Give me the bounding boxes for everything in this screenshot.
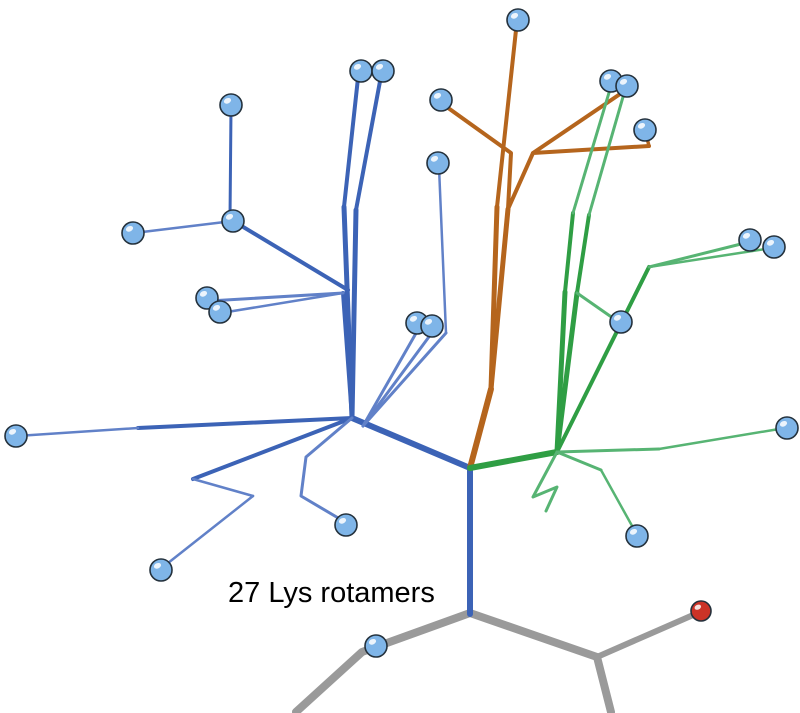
- bond-green: [554, 290, 580, 455]
- bond-blue: [349, 415, 473, 471]
- bond-green: [563, 211, 575, 294]
- sphere-highlight: [153, 562, 162, 569]
- bond-green: [555, 265, 651, 454]
- bond-gray: [594, 609, 703, 660]
- bond-blue: [228, 107, 233, 221]
- bond-blue: [341, 291, 354, 420]
- bond-gray: [292, 609, 474, 713]
- atom-nitrogen-sphere[interactable]: [219, 93, 243, 117]
- sphere-highlight: [424, 318, 433, 325]
- bond-greenLight: [657, 426, 787, 451]
- bond-blueLight: [361, 331, 448, 428]
- sphere-highlight: [694, 604, 702, 610]
- bond-blueLight: [191, 477, 255, 498]
- sphere-highlight: [619, 78, 628, 85]
- bond-blueLight: [161, 494, 255, 569]
- sphere-highlight: [510, 12, 519, 19]
- sphere-highlight: [223, 97, 232, 104]
- sphere-highlight: [225, 213, 234, 220]
- sphere-highlight: [409, 315, 418, 322]
- sphere-highlight: [338, 517, 347, 524]
- atom-nitrogen-sphere[interactable]: [426, 151, 450, 175]
- sphere-highlight: [430, 155, 439, 162]
- bond-orange: [488, 206, 511, 392]
- sphere-highlight: [125, 225, 134, 232]
- sphere-highlight: [766, 239, 775, 246]
- atom-oxygen-sphere[interactable]: [690, 600, 712, 622]
- atom-nitrogen-sphere[interactable]: [633, 118, 657, 142]
- atom-nitrogen-sphere[interactable]: [4, 424, 28, 448]
- bond-blueLight: [15, 426, 140, 438]
- bond-blue: [342, 76, 360, 209]
- bond-green: [575, 213, 591, 295]
- bond-orange: [495, 28, 518, 209]
- atom-nitrogen-sphere[interactable]: [349, 59, 373, 83]
- atom-nitrogen-sphere[interactable]: [149, 558, 173, 582]
- atom-nitrogen-sphere[interactable]: [609, 310, 633, 334]
- bond-green: [467, 449, 560, 471]
- bond-blueLight: [361, 328, 436, 428]
- atom-nitrogen-sphere[interactable]: [506, 8, 530, 32]
- bond-blueLight: [207, 291, 345, 303]
- sphere-highlight: [637, 122, 646, 129]
- atom-nitrogen-sphere[interactable]: [625, 524, 649, 548]
- bond-orange: [467, 386, 494, 471]
- bond-orange: [442, 103, 513, 211]
- atom-nitrogen-sphere[interactable]: [775, 416, 799, 440]
- atom-nitrogen-sphere[interactable]: [121, 221, 145, 245]
- sphere-highlight: [433, 92, 442, 99]
- bond-greenLight: [555, 450, 603, 472]
- sphere-highlight: [779, 420, 788, 427]
- sphere-highlight: [629, 528, 638, 535]
- bond-blue: [228, 217, 350, 292]
- atom-nitrogen-sphere[interactable]: [429, 88, 453, 112]
- atom-nitrogen-sphere[interactable]: [615, 74, 639, 98]
- sphere-highlight: [613, 314, 622, 321]
- bond-gray: [466, 609, 615, 713]
- bond-blue: [354, 74, 383, 212]
- bond-blueLight: [361, 326, 421, 428]
- bond-blueLight: [437, 165, 448, 335]
- sphere-highlight: [212, 304, 221, 311]
- bond-blue: [191, 416, 354, 481]
- bond-blue: [349, 207, 359, 421]
- bond-blueLight: [299, 416, 354, 524]
- sphere-highlight: [199, 290, 208, 297]
- atom-nitrogen-sphere[interactable]: [762, 235, 786, 259]
- atom-nitrogen-sphere[interactable]: [371, 59, 395, 83]
- bond-orange: [531, 88, 628, 155]
- atom-nitrogen-sphere[interactable]: [208, 300, 232, 324]
- sphere-highlight: [603, 73, 612, 80]
- bond-greenLight: [531, 450, 559, 513]
- sphere-highlight: [368, 638, 377, 645]
- bond-greenLight: [599, 468, 638, 535]
- sphere-highlight: [375, 63, 384, 70]
- atom-nitrogen-sphere[interactable]: [364, 634, 388, 658]
- atom-nitrogen-sphere[interactable]: [221, 209, 245, 233]
- sphere-highlight: [353, 63, 362, 70]
- bond-blue: [136, 416, 354, 430]
- bond-blueLight: [132, 219, 235, 235]
- bond-greenLight: [571, 84, 613, 215]
- sphere-highlight: [742, 232, 751, 239]
- bond-greenLight: [647, 240, 751, 269]
- atom-nitrogen-sphere[interactable]: [334, 513, 358, 537]
- bond-greenLight: [555, 447, 661, 454]
- atom-nitrogen-sphere[interactable]: [420, 314, 444, 338]
- atom-nitrogen-sphere[interactable]: [738, 228, 762, 252]
- bond-blueLight: [219, 291, 345, 315]
- bond-greenLight: [587, 88, 627, 217]
- sphere-highlight: [8, 428, 17, 435]
